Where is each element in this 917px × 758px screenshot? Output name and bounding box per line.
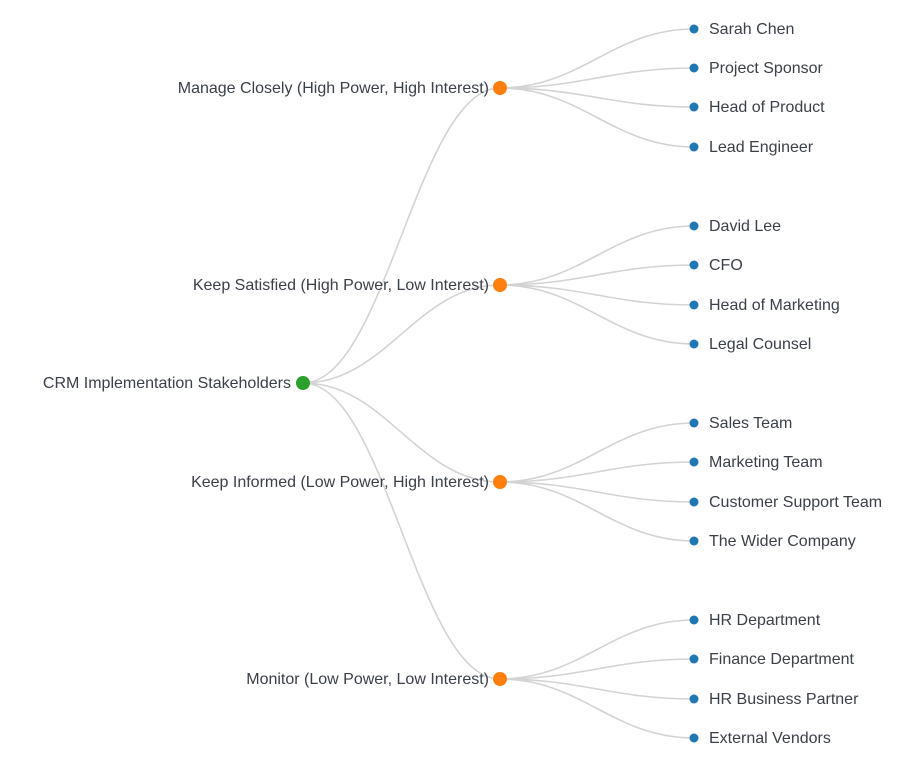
branch-node-manage-closely-high-power-high-interest[interactable]: Manage Closely (High Power, High Interes… [178,80,507,97]
branch-node-keep-informed-low-power-high-interest-dot[interactable] [493,475,507,489]
leaf-node-finance-department[interactable]: Finance Department [689,651,855,668]
leaf-node-sales-team-dot[interactable] [689,418,699,428]
branch-node-label-keep-satisfied-high-power-low-interest: Keep Satisfied (High Power, Low Interest… [193,277,489,294]
branch-node-monitor-low-power-low-interest[interactable]: Monitor (Low Power, Low Interest) [246,671,507,688]
leaf-node-label-marketing-team: Marketing Team [709,454,823,471]
link-monitor-low-power-low-interest-to-external-vendors [499,678,695,739]
leaf-node-david-lee-dot[interactable] [689,221,699,231]
leaf-node-label-legal-counsel: Legal Counsel [709,336,811,353]
leaf-node-sarah-chen[interactable]: Sarah Chen [689,21,795,38]
branch-node-label-manage-closely-high-power-high-interest: Manage Closely (High Power, High Interes… [178,80,489,97]
leaf-node-label-hr-business-partner: HR Business Partner [709,691,859,708]
leaf-node-customer-support-team[interactable]: Customer Support Team [689,494,883,511]
nodes-layer: CRM Implementation Stakeholders Manage Cl… [43,21,882,747]
link-keep-satisfied-high-power-low-interest-to-head-of-marketing [499,284,695,306]
leaf-node-the-wider-company-dot[interactable] [689,536,699,546]
leaf-node-sarah-chen-dot[interactable] [689,24,699,34]
link-manage-closely-high-power-high-interest-to-project-sponsor [499,67,695,89]
link-keep-satisfied-high-power-low-interest-to-cfo [499,264,695,286]
leaf-node-label-head-of-product: Head of Product [709,99,825,116]
leaf-node-head-of-marketing-dot[interactable] [689,300,699,310]
leaf-node-legal-counsel[interactable]: Legal Counsel [689,336,812,353]
branch-node-keep-satisfied-high-power-low-interest[interactable]: Keep Satisfied (High Power, Low Interest… [193,277,507,294]
leaf-node-david-lee[interactable]: David Lee [689,218,782,235]
link-keep-informed-low-power-high-interest-to-the-wider-company [499,481,695,542]
leaf-node-hr-business-partner[interactable]: HR Business Partner [689,691,860,708]
branch-node-label-keep-informed-low-power-high-interest: Keep Informed (Low Power, High Interest) [191,474,489,491]
leaf-node-finance-department-dot[interactable] [689,654,699,664]
leaf-node-external-vendors-dot[interactable] [689,733,699,743]
link-keep-informed-low-power-high-interest-to-customer-support-team [499,481,695,503]
leaf-node-label-sarah-chen: Sarah Chen [709,21,794,38]
leaf-node-cfo-dot[interactable] [689,260,699,270]
leaf-node-label-finance-department: Finance Department [709,651,855,668]
link-root-to-keep-satisfied-high-power-low-interest [302,284,501,384]
leaf-node-sales-team[interactable]: Sales Team [689,415,793,432]
leaf-node-hr-business-partner-dot[interactable] [689,694,699,704]
leaf-node-the-wider-company[interactable]: The Wider Company [689,533,856,550]
branch-node-keep-satisfied-high-power-low-interest-dot[interactable] [493,278,507,292]
leaf-node-cfo[interactable]: CFO [689,257,743,274]
leaf-node-lead-engineer[interactable]: Lead Engineer [689,139,814,156]
leaf-node-project-sponsor[interactable]: Project Sponsor [689,60,824,77]
link-monitor-low-power-low-interest-to-hr-department [499,619,695,680]
link-manage-closely-high-power-high-interest-to-sarah-chen [499,28,695,89]
branch-node-label-monitor-low-power-low-interest: Monitor (Low Power, Low Interest) [246,671,489,688]
leaf-node-hr-department-dot[interactable] [689,615,699,625]
leaf-node-label-project-sponsor: Project Sponsor [709,60,824,77]
leaf-node-head-of-marketing[interactable]: Head of Marketing [689,297,840,314]
leaf-node-head-of-product-dot[interactable] [689,102,699,112]
leaf-node-marketing-team-dot[interactable] [689,457,699,467]
branch-node-monitor-low-power-low-interest-dot[interactable] [493,672,507,686]
root-node-dot[interactable] [296,376,310,390]
link-manage-closely-high-power-high-interest-to-lead-engineer [499,87,695,148]
leaf-node-project-sponsor-dot[interactable] [689,63,699,73]
leaf-node-label-the-wider-company: The Wider Company [709,533,856,550]
leaf-node-hr-department[interactable]: HR Department [689,612,821,629]
leaf-node-legal-counsel-dot[interactable] [689,339,699,349]
leaf-node-label-customer-support-team: Customer Support Team [709,494,882,511]
link-keep-satisfied-high-power-low-interest-to-david-lee [499,225,695,286]
leaf-node-customer-support-team-dot[interactable] [689,497,699,507]
link-root-to-monitor-low-power-low-interest [302,382,501,680]
root-node[interactable]: CRM Implementation Stakeholders [43,375,310,392]
leaf-node-head-of-product[interactable]: Head of Product [689,99,826,116]
leaf-node-label-david-lee: David Lee [709,218,781,235]
link-keep-satisfied-high-power-low-interest-to-legal-counsel [499,284,695,345]
links-layer [302,28,695,739]
link-keep-informed-low-power-high-interest-to-sales-team [499,422,695,483]
leaf-node-lead-engineer-dot[interactable] [689,142,699,152]
link-monitor-low-power-low-interest-to-hr-business-partner [499,678,695,700]
link-monitor-low-power-low-interest-to-finance-department [499,658,695,680]
branch-node-manage-closely-high-power-high-interest-dot[interactable] [493,81,507,95]
leaf-node-label-sales-team: Sales Team [709,415,792,432]
leaf-node-marketing-team[interactable]: Marketing Team [689,454,823,471]
root-node-label: CRM Implementation Stakeholders [43,375,291,392]
link-root-to-manage-closely-high-power-high-interest [302,87,501,384]
link-root-to-keep-informed-low-power-high-interest [302,382,501,483]
leaf-node-external-vendors[interactable]: External Vendors [689,730,831,747]
leaf-node-label-cfo: CFO [709,257,743,274]
leaf-node-label-hr-department: HR Department [709,612,821,629]
link-manage-closely-high-power-high-interest-to-head-of-product [499,87,695,108]
leaf-node-label-head-of-marketing: Head of Marketing [709,297,840,314]
branch-node-keep-informed-low-power-high-interest[interactable]: Keep Informed (Low Power, High Interest) [191,474,507,491]
link-keep-informed-low-power-high-interest-to-marketing-team [499,461,695,483]
leaf-node-label-lead-engineer: Lead Engineer [709,139,814,156]
leaf-node-label-external-vendors: External Vendors [709,730,831,747]
